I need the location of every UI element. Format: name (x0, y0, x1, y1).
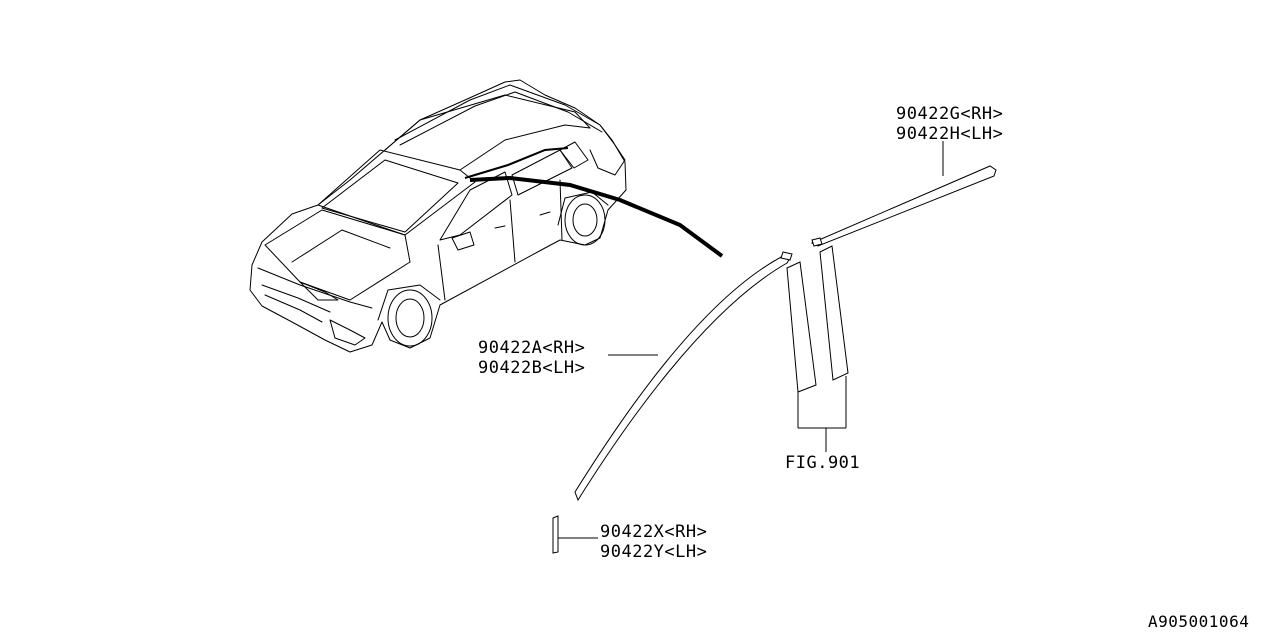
label-end-cap-rh: 90422X<RH> (600, 522, 707, 542)
label-roof-molding-rh: 90422G<RH> (896, 104, 1003, 124)
roof-molding-part (810, 141, 997, 247)
vehicle-illustration (249, 79, 724, 353)
label-front-molding-rh: 90422A<RH> (478, 338, 585, 358)
label-end-cap-lh: 90422Y<LH> (600, 542, 707, 562)
label-fig-ref: FIG.901 (785, 453, 860, 473)
label-front-molding-lh: 90422B<LH> (478, 358, 585, 378)
label-roof-molding-lh: 90422H<LH> (896, 124, 1003, 144)
pillar-garnish-parts (786, 245, 849, 452)
front-molding-part (574, 251, 793, 502)
diagram-id: A905001064 (1148, 612, 1249, 631)
end-cap-part (552, 515, 598, 554)
